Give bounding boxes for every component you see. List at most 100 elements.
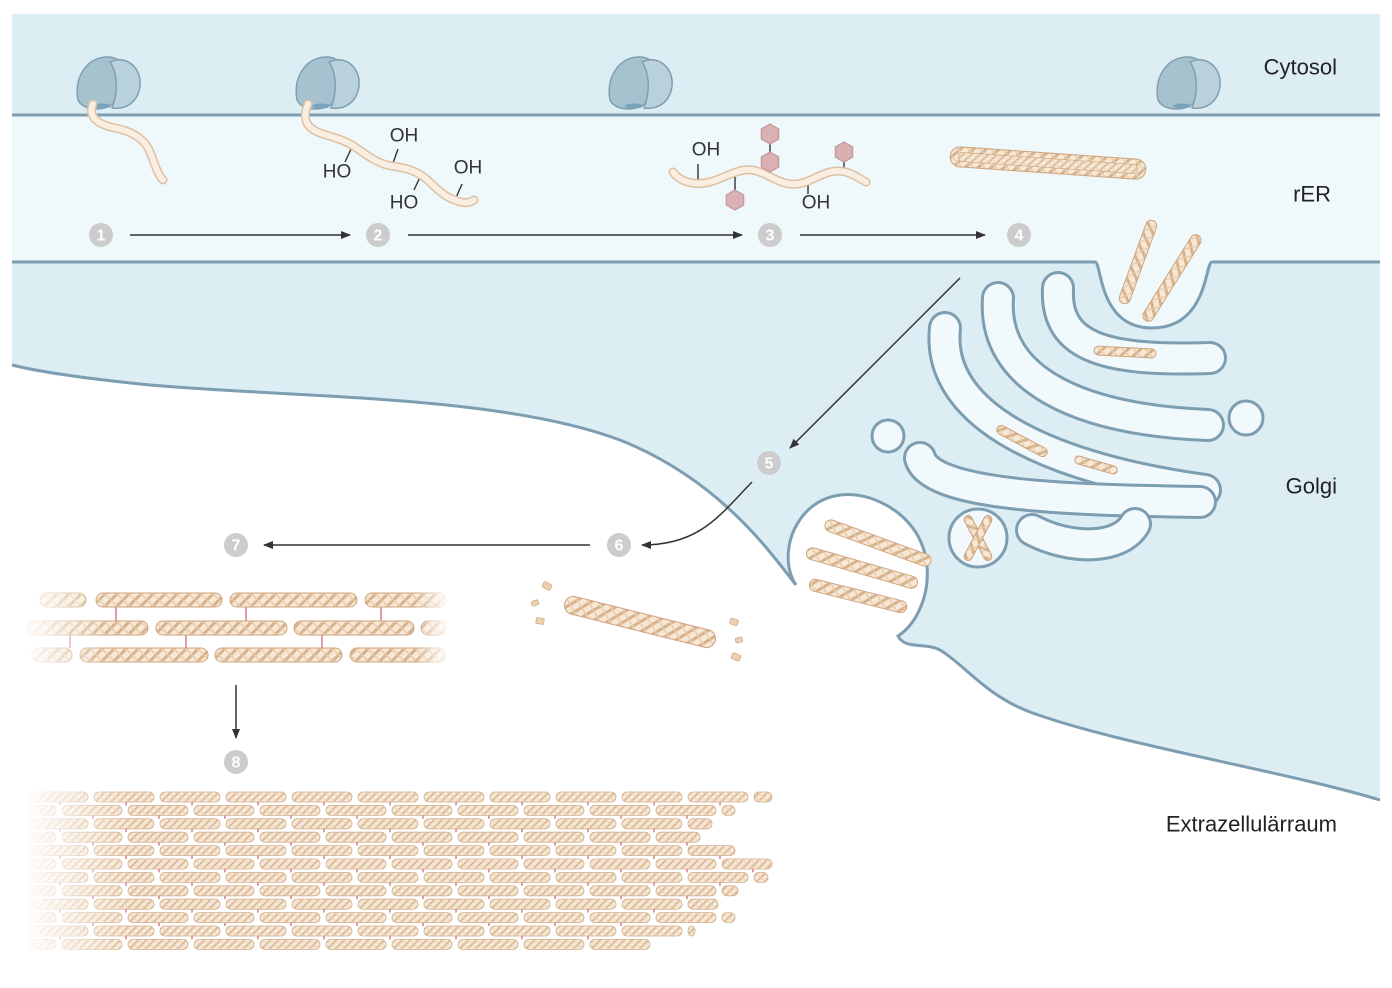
collagen-fibril-segment [523,939,585,950]
collagen-fibril-segment [391,858,453,870]
collagen-fibril-segment [489,845,551,856]
sugar-hexagon [725,189,745,211]
collagen-fibril-segment [621,925,683,937]
collagen-fibril-segment [687,845,736,856]
collagen-fibril-segment [159,925,221,937]
sugar-hexagon [760,123,780,145]
collagen-fibril-segment [127,805,189,816]
collagen-fibril-segment [357,845,419,856]
collagen-fibril-segment [721,885,739,897]
collagen-fibril-segment [291,791,353,803]
collagen-fibril-segment [259,885,321,897]
collagen-fibril-segment [423,925,485,937]
collagen-fibril-segment [27,858,57,870]
collagen-fibril-segment [555,845,617,856]
collagen-fibril-segment [93,872,155,883]
collagen-fibril-segment [721,858,773,870]
collagen-fibril-segment [523,912,585,923]
collagen-molecule [420,620,447,636]
arrow-step4-to-5 [789,277,961,449]
collagen-fibril-segment [357,925,419,937]
sugar-hexagon [834,141,854,163]
collagen-fibril-segment [687,791,749,803]
svg-text:3: 3 [766,228,775,245]
collagen-molecule [349,647,447,663]
hydroxylated-chain-step2: HO OH HO OH [300,99,483,214]
svg-text:7: 7 [232,538,241,555]
collagen-fibril-segment [391,805,453,816]
golgi-cisterna [980,281,1225,442]
procollagen-triple-helix [1093,345,1157,359]
collagen-fibril-segment [325,912,387,923]
collagen-fibril-segment [423,872,485,883]
collagen-fibril-segment [27,818,89,830]
collagen-molecule [31,647,73,663]
hydroxyl-group-label: OH [454,158,483,179]
collagen-fibril-segment [489,818,551,830]
hydroxyl-group-label: OH [390,126,419,147]
step-5-marker: 5 [757,451,781,475]
collagen-fibril-segment [687,898,719,910]
procollagen-triple-helix [1118,219,1158,305]
collagen-fibril-segment [555,925,617,937]
collagen-fibril-segment [489,925,551,937]
collagen-fibril-segment [291,818,353,830]
cleaved-propeptide [730,652,742,662]
collagen-fibril-segment [225,791,287,803]
collagen-fibril-segment [325,885,387,897]
collagen-fibril-segment [193,805,255,816]
cytosol-top-band [12,14,1380,115]
collagen-fibril-segment [325,805,387,816]
collagen-fibril-segment [621,791,683,803]
step-8-marker: 8 [224,750,248,774]
step8-collagen-fibers [27,791,773,950]
collagen-fibril-segment [127,831,189,843]
collagen-fibril-segment [589,831,651,843]
plasma-membrane [11,363,1381,802]
golgi-vesicle [870,418,906,454]
collagen-fibril-segment [61,912,123,923]
collagen-fibril-segment [423,791,485,803]
collagen-fibril-segment [555,898,617,910]
collagen-fibril-segment [93,791,155,803]
collagen-molecule [214,647,343,663]
svg-text:8: 8 [232,755,241,772]
collagen-fibril-segment [655,885,717,897]
collagen-molecule [293,620,415,636]
collagen-fibril-segment [291,872,353,883]
collagen-fibril-segment [225,872,287,883]
collagen-fibril-segment [457,831,519,843]
hydroxyl-group-label: HO [390,193,419,214]
collagen-fibril-segment [589,939,651,950]
label-extracellular-space: Extrazellulärraum [1166,812,1337,837]
collagen-fibril-segment [61,805,123,816]
hydroxyl-group-label: OH [802,193,831,214]
collagen-fibril-segment [687,818,713,830]
collagen-fibril-segment [655,858,717,870]
collagen-fibril-segment [589,885,651,897]
process-arrows [130,231,986,739]
label-golgi: Golgi [1286,474,1337,499]
svg-text:6: 6 [615,538,624,555]
collagen-molecule [229,592,358,608]
collagen-fibril-segment [357,818,419,830]
collagen-fibril-segment [193,912,255,923]
polypeptide-chain-step1 [87,99,168,185]
collagen-fibril-segment [259,912,321,923]
collagen-fibril-segment [423,898,485,910]
collagen-fibril-segment [225,898,287,910]
ribosome [76,56,141,110]
collagen-fibril-segment [27,831,57,843]
procollagen-strand [957,152,1139,174]
collagen-fibril-segment [687,872,749,883]
collagen-fibril-segment [259,831,321,843]
collagen-fibril-segment [655,831,701,843]
collagen-fibril-segment [555,791,617,803]
collagen-fibril-segment [687,925,696,937]
golgi-cisterna [1040,271,1227,376]
collagen-fibril-segment [225,818,287,830]
golgi-cisterna [903,441,1217,519]
collagen-fibril-segment [555,818,617,830]
cleaved-propeptide [729,617,739,627]
step-6-marker: 6 [607,533,631,557]
